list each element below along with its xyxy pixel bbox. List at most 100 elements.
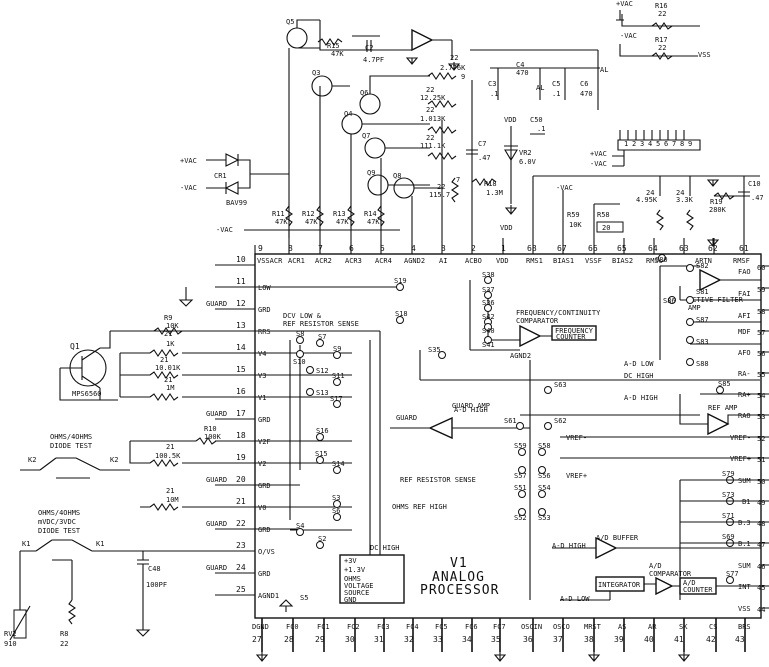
- left-pin-num: 24: [236, 563, 246, 572]
- left-pins: 10 11 12 13 14 15 16 17 18 19 20 21 22 2…: [206, 255, 279, 600]
- r10-label: R10: [204, 425, 217, 433]
- q1-label: Q1: [70, 342, 80, 351]
- switch-label: S13: [316, 389, 329, 397]
- switch-label: S85: [718, 380, 731, 388]
- right-pin-num: 51: [757, 456, 765, 464]
- bottom-pin-num: 43: [735, 635, 745, 644]
- bottom-pin-num: 28: [284, 635, 294, 644]
- ad-comp-1: A/D: [649, 562, 662, 570]
- switch-label: S5: [300, 594, 308, 602]
- r14-value: 47K: [367, 218, 380, 226]
- top-pin-name: ACR2: [315, 257, 332, 265]
- r18-value: 1.3M: [486, 189, 503, 197]
- switch-label: S79: [722, 470, 735, 478]
- c2-label: C2: [365, 44, 373, 52]
- right-pin-name: B1: [742, 498, 750, 506]
- switch-label: S14: [332, 460, 345, 468]
- switch-label: S38: [482, 271, 495, 279]
- internal-blocks: DCV LOW & REF RESISTOR SENSE +3V +1.3V O…: [255, 265, 761, 604]
- r21b-value: 10.01K: [155, 364, 181, 372]
- r9-value: 10K: [166, 322, 179, 330]
- top-pin-name: VSSACR: [257, 257, 283, 265]
- top-pin-num: 3: [441, 244, 446, 253]
- top-pin-num: 62: [708, 244, 718, 253]
- c4-value: 470: [516, 69, 529, 77]
- switch-label: S7: [318, 333, 326, 341]
- right-pin-name: RAO: [738, 412, 751, 420]
- al-label: AL: [600, 66, 608, 74]
- r21e-label: 21: [166, 487, 174, 495]
- chip-v1: V1 ANALOG PROCESSOR: [254, 253, 762, 619]
- q-label: Q8: [393, 172, 401, 180]
- guard-label: GUARD: [206, 520, 227, 528]
- switch-label: S54: [538, 484, 551, 492]
- switch-label: S52: [514, 514, 527, 522]
- vr2-value: 6.0V: [519, 158, 537, 166]
- switch-label: S69: [722, 533, 735, 541]
- ad-counter-1: A/D: [683, 579, 696, 587]
- r16-value: 22: [658, 10, 666, 18]
- top-pin-name: ACR3: [345, 257, 362, 265]
- switch-label: S83: [696, 338, 709, 346]
- c10-value: .47: [751, 194, 764, 202]
- bottom-pin-name: BRS: [738, 623, 751, 631]
- vac-plus-label: +VAC: [590, 150, 607, 158]
- top-pin-name: BIAS2: [612, 257, 633, 265]
- r59-value: 10K: [569, 221, 582, 229]
- switch-label: S71: [722, 512, 735, 520]
- al-label: AL: [536, 84, 544, 92]
- rn-pins: 1 2 3 4 5 6 7 8 9: [624, 140, 692, 148]
- r59-label: R59: [567, 211, 580, 219]
- right-pin-name: SUM: [738, 562, 751, 570]
- r22d-value: 111.1K: [420, 142, 446, 150]
- right-pin-name: FAO: [738, 268, 751, 276]
- q1-part: MPS6560: [72, 390, 102, 398]
- integrator-label: INTEGRATOR: [598, 581, 641, 589]
- active-filter-2: AMP: [688, 304, 701, 312]
- rms-network: -VAC R59 10K R58 20 24 4.95K 24 3.3K R19…: [532, 130, 764, 238]
- top-pin-name: ACBO: [465, 257, 482, 265]
- switch-label: S63: [554, 381, 567, 389]
- switch-label: S62: [554, 417, 567, 425]
- left-pin-num: 12: [236, 299, 246, 308]
- right-pin-num: 48: [757, 520, 765, 528]
- right-pin-name: FAI: [738, 290, 751, 298]
- switch-label: S11: [332, 372, 345, 380]
- c48-label: C48: [148, 565, 161, 573]
- right-pin-name: MDF: [738, 328, 751, 336]
- bottom-pin-num: 30: [345, 635, 355, 644]
- r14-label: R14: [364, 210, 377, 218]
- cr1-diodes: +VAC -VAC CR1 BAV99: [180, 153, 289, 207]
- rn-pin: 2: [632, 140, 636, 148]
- switch-label: S40: [482, 327, 495, 335]
- top-input-network: Q5 Q3 Q6 Q4 Q7 Q9 Q8 R15 47K C2 4.7PF 22…: [286, 18, 545, 238]
- bottom-pin-num: 42: [706, 635, 716, 644]
- left-pin-num: 23: [236, 541, 246, 550]
- bottom-pin-num: 38: [584, 635, 594, 644]
- r16-label: R16: [655, 2, 668, 10]
- switch-label: S41: [482, 341, 495, 349]
- top-pin-num: 5: [380, 244, 385, 253]
- rv2-value: 910: [4, 640, 17, 648]
- r8-value: 22: [60, 640, 68, 648]
- left-pin-num: 17: [236, 409, 246, 418]
- dcv-label-2: REF RESISTOR SENSE: [283, 320, 359, 328]
- top-pin-name: BIAS1: [553, 257, 574, 265]
- switch-label: S81: [696, 288, 709, 296]
- switch-label: S6: [332, 507, 340, 515]
- r58-label: R58: [597, 211, 610, 219]
- left-pin-name: LOW: [258, 284, 271, 292]
- left-pin-name: GRD: [258, 482, 271, 490]
- dc-high2-label: DC HIGH: [624, 372, 654, 380]
- bottom-pin-num: 31: [374, 635, 384, 644]
- switch-label: S37: [482, 286, 495, 294]
- r24a-value: 4.95K: [636, 196, 658, 204]
- bottom-pin-name: FC6: [465, 623, 478, 631]
- r22b-label: 22: [426, 86, 434, 94]
- bottom-pin-name: FC1: [317, 623, 330, 631]
- switch-label: S4: [296, 522, 304, 530]
- q-label: Q4: [344, 110, 352, 118]
- ad-low-label: A-D LOW: [624, 360, 654, 368]
- pin-label-7: 7: [456, 176, 460, 184]
- r10-value: 100K: [204, 433, 222, 441]
